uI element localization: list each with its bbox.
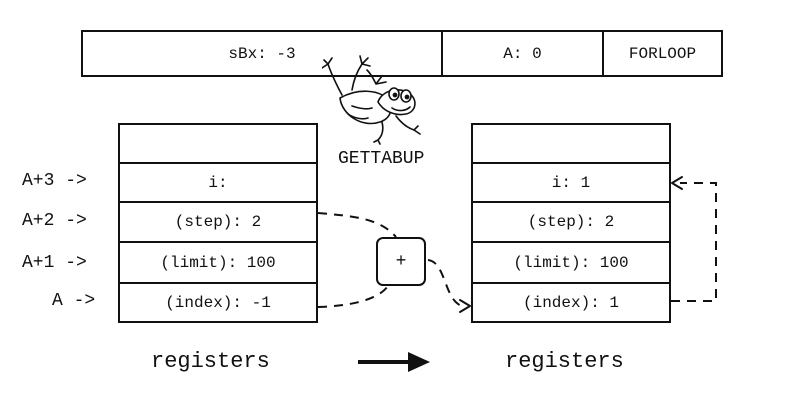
plus-to-after-index-connector xyxy=(427,259,463,307)
after-register-limit: (limit): 100 xyxy=(471,241,671,284)
right-arrow-icon xyxy=(358,352,430,372)
before-register-limit: (limit): 100 xyxy=(118,241,318,284)
plus-operator-symbol: + xyxy=(395,251,407,272)
before-registers-caption: registers xyxy=(151,349,270,374)
plus-operator-box: + xyxy=(376,237,426,286)
after-index-arrowhead xyxy=(459,299,471,313)
frog-icon xyxy=(322,55,421,145)
step-to-plus-connector xyxy=(317,212,397,238)
after-register-index: (index): 1 xyxy=(471,282,671,323)
mascot-label: GETTABUP xyxy=(338,149,425,169)
before-register-i: i: xyxy=(118,162,318,203)
instruction-a-text: A: 0 xyxy=(503,44,542,63)
instruction-sbx-text: sBx: -3 xyxy=(228,44,296,63)
after-register-i: i: 1 xyxy=(471,162,671,203)
row-label-a: A -> xyxy=(52,291,96,311)
instruction-a-field: A: 0 xyxy=(441,30,604,77)
after-index-loop-connector xyxy=(671,182,717,302)
instruction-opcode-text: FORLOOP xyxy=(628,44,697,63)
row-label-a-plus-1: A+1 -> xyxy=(22,253,87,273)
before-register-step: (step): 2 xyxy=(118,201,318,243)
row-label-a-plus-3: A+3 -> xyxy=(22,171,87,191)
row-label-a-plus-2: A+2 -> xyxy=(22,211,87,231)
after-i-arrowhead xyxy=(671,176,683,190)
instruction-opcode-field: FORLOOP xyxy=(602,30,723,77)
after-registers-caption: registers xyxy=(505,349,624,374)
instruction-sbx-field: sBx: -3 xyxy=(81,30,443,77)
index-to-plus-connector xyxy=(317,285,389,308)
before-register-index: (index): -1 xyxy=(118,282,318,323)
